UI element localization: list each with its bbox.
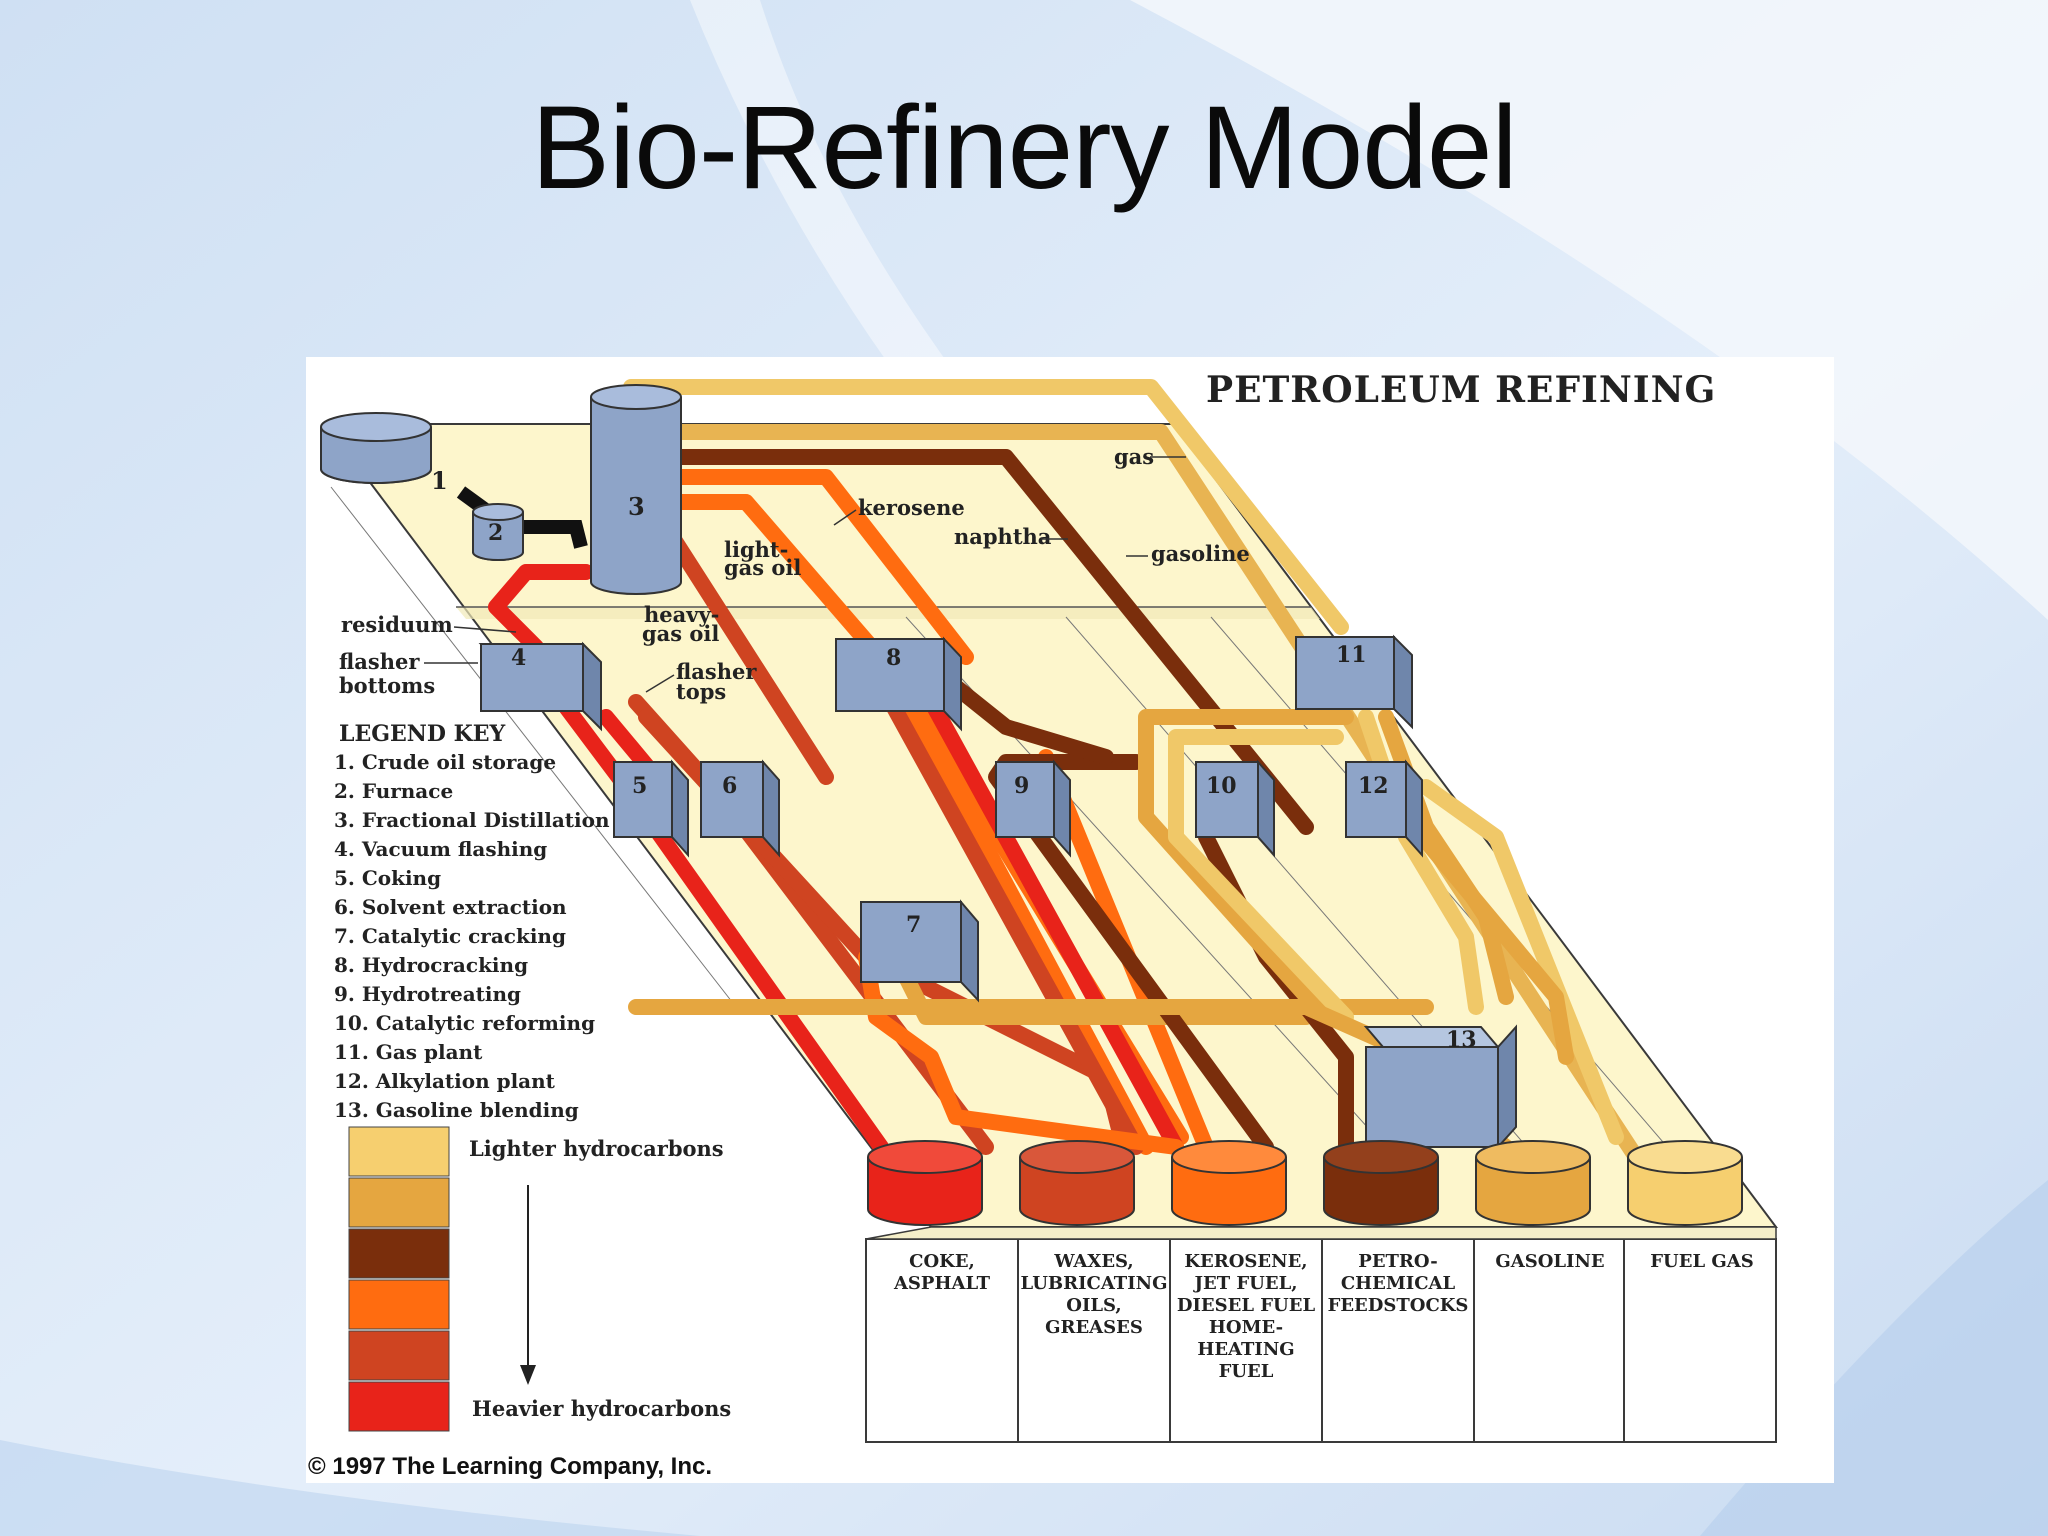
unit-label-8: 8 [886, 645, 901, 671]
product-label: JET FUEL, [1192, 1273, 1297, 1294]
label-kerosene: kerosene [858, 495, 965, 520]
label-flasher-bottoms-2: bottoms [339, 673, 435, 698]
unit-label-6: 6 [722, 773, 737, 799]
legend-item: 2. Furnace [334, 779, 453, 803]
tank-waxes [1019, 1140, 1135, 1226]
product-label: PETRO- [1358, 1251, 1437, 1272]
product-label: FUEL [1219, 1361, 1274, 1382]
unit-4-vacuum-flashing: 4 [478, 641, 602, 732]
legend-item: 13. Gasoline blending [334, 1098, 579, 1122]
slide-title: Bio-Refinery Model [531, 82, 1517, 214]
legend-title: LEGEND KEY [339, 721, 506, 747]
product-label: HOME- [1209, 1317, 1283, 1338]
label-light-gas-oil-1: light- [724, 537, 788, 562]
label-residuum: residuum [341, 612, 453, 637]
legend-item: 7. Catalytic cracking [334, 924, 566, 948]
legend-items: 1. Crude oil storage 2. Furnace 3. Fract… [334, 750, 610, 1122]
unit-5-coking: 5 [613, 759, 689, 858]
label-heavy-gas-oil-2: gas oil [642, 621, 719, 646]
diagram-heading: PETROLEUM REFINING [1206, 369, 1716, 411]
product-label: CHEMICAL [1341, 1273, 1456, 1294]
legend-item: 10. Catalytic reforming [334, 1011, 595, 1035]
legend-swatch [348, 1228, 450, 1279]
legend-swatches [348, 1126, 450, 1432]
legend-key: LEGEND KEY 1. Crude oil storage 2. Furna… [334, 721, 731, 1432]
legend-item: 1. Crude oil storage [334, 750, 556, 774]
legend-item: 4. Vacuum flashing [334, 837, 547, 861]
unit-7-catalytic-cracking: 7 [860, 899, 979, 1003]
unit-label-4: 4 [511, 645, 526, 671]
legend-swatch [348, 1126, 450, 1177]
legend-lighter-label: Lighter hydrocarbons [469, 1136, 724, 1161]
tank-coke-asphalt [867, 1140, 983, 1226]
product-label: GASOLINE [1495, 1251, 1604, 1272]
legend-swatch [348, 1330, 450, 1381]
product-label: OILS, [1066, 1295, 1121, 1316]
label-gas: gas [1114, 444, 1154, 469]
legend-item: 5. Coking [334, 866, 441, 890]
product-table [865, 1226, 1777, 1443]
product-label: GREASES [1045, 1317, 1143, 1338]
product-label: ASPHALT [893, 1273, 991, 1294]
label-flasher-tops-1: flasher [676, 659, 757, 684]
label-flasher-tops-2: tops [676, 679, 726, 704]
unit-label-11: 11 [1336, 642, 1367, 668]
refinery-diagram: 1 2 3 4 5 6 7 8 [306, 357, 1834, 1483]
legend-item: 8. Hydrocracking [334, 953, 528, 977]
product-tanks [867, 1140, 1743, 1226]
product-label: LUBRICATING [1021, 1273, 1168, 1294]
label-flasher-bottoms-1: flasher [339, 649, 420, 674]
product-label: FUEL GAS [1650, 1251, 1753, 1272]
label-naphtha: naphtha [954, 524, 1052, 549]
legend-item: 3. Fractional Distillation [334, 808, 610, 832]
legend-arrowhead [520, 1365, 536, 1385]
unit-label-13: 13 [1446, 1027, 1477, 1053]
unit-label-5: 5 [632, 773, 647, 799]
legend-heavier-label: Heavier hydrocarbons [472, 1396, 731, 1421]
unit-label-2: 2 [488, 520, 503, 546]
product-labels: COKE,ASPHALT WAXES,LUBRICATINGOILS,GREASE… [893, 1251, 1754, 1382]
legend-item: 9. Hydrotreating [334, 982, 521, 1006]
unit-2-furnace: 2 [456, 486, 588, 561]
unit-3-fractional-distillation: 3 [590, 384, 682, 595]
copyright-notice: © 1997 The Learning Company, Inc. [308, 1453, 712, 1480]
unit-label-10: 10 [1206, 773, 1237, 799]
unit-12-alkylation-plant: 12 [1345, 759, 1423, 858]
label-gasoline: gasoline [1151, 541, 1250, 566]
unit-1-crude-oil-storage: 1 [320, 412, 448, 495]
legend-item: 6. Solvent extraction [334, 895, 567, 919]
label-light-gas-oil-2: gas oil [724, 555, 801, 580]
legend-swatch [348, 1381, 450, 1432]
unit-13-gasoline-blending: 13 [1363, 1024, 1517, 1150]
unit-label-9: 9 [1014, 773, 1029, 799]
unit-8-hydrocracking: 8 [835, 636, 962, 732]
tank-gasoline [1475, 1140, 1591, 1226]
product-label: KEROSENE, [1184, 1251, 1307, 1272]
unit-9-hydrotreating: 9 [995, 759, 1071, 858]
product-label: HEATING [1197, 1339, 1294, 1360]
product-label: FEEDSTOCKS [1328, 1295, 1469, 1316]
product-label: WAXES, [1053, 1251, 1133, 1272]
product-label: DIESEL FUEL [1177, 1295, 1316, 1316]
platform-floor-band [456, 607, 1320, 619]
product-label: COKE, [909, 1251, 975, 1272]
tank-kerosene [1171, 1140, 1287, 1226]
tank-fuel-gas [1627, 1140, 1743, 1226]
unit-11-gas-plant: 11 [1295, 634, 1413, 730]
tank-petrochemical [1323, 1140, 1439, 1226]
unit-label-7: 7 [906, 912, 921, 938]
legend-item: 11. Gas plant [334, 1040, 483, 1064]
unit-6-solvent-extraction: 6 [700, 759, 780, 858]
unit-10-catalytic-reforming: 10 [1195, 759, 1275, 858]
unit-label-1: 1 [431, 466, 448, 495]
legend-item: 12. Alkylation plant [334, 1069, 556, 1093]
unit-label-3: 3 [628, 492, 645, 521]
label-heavy-gas-oil-1: heavy- [644, 602, 719, 627]
legend-swatch [348, 1177, 450, 1228]
unit-label-12: 12 [1358, 773, 1389, 799]
refinery-diagram-graphic: 1 2 3 4 5 6 7 8 [308, 369, 1778, 1480]
legend-swatch [348, 1279, 450, 1330]
stream-labels: gas kerosene naphtha gasoline light- gas… [339, 444, 1250, 704]
